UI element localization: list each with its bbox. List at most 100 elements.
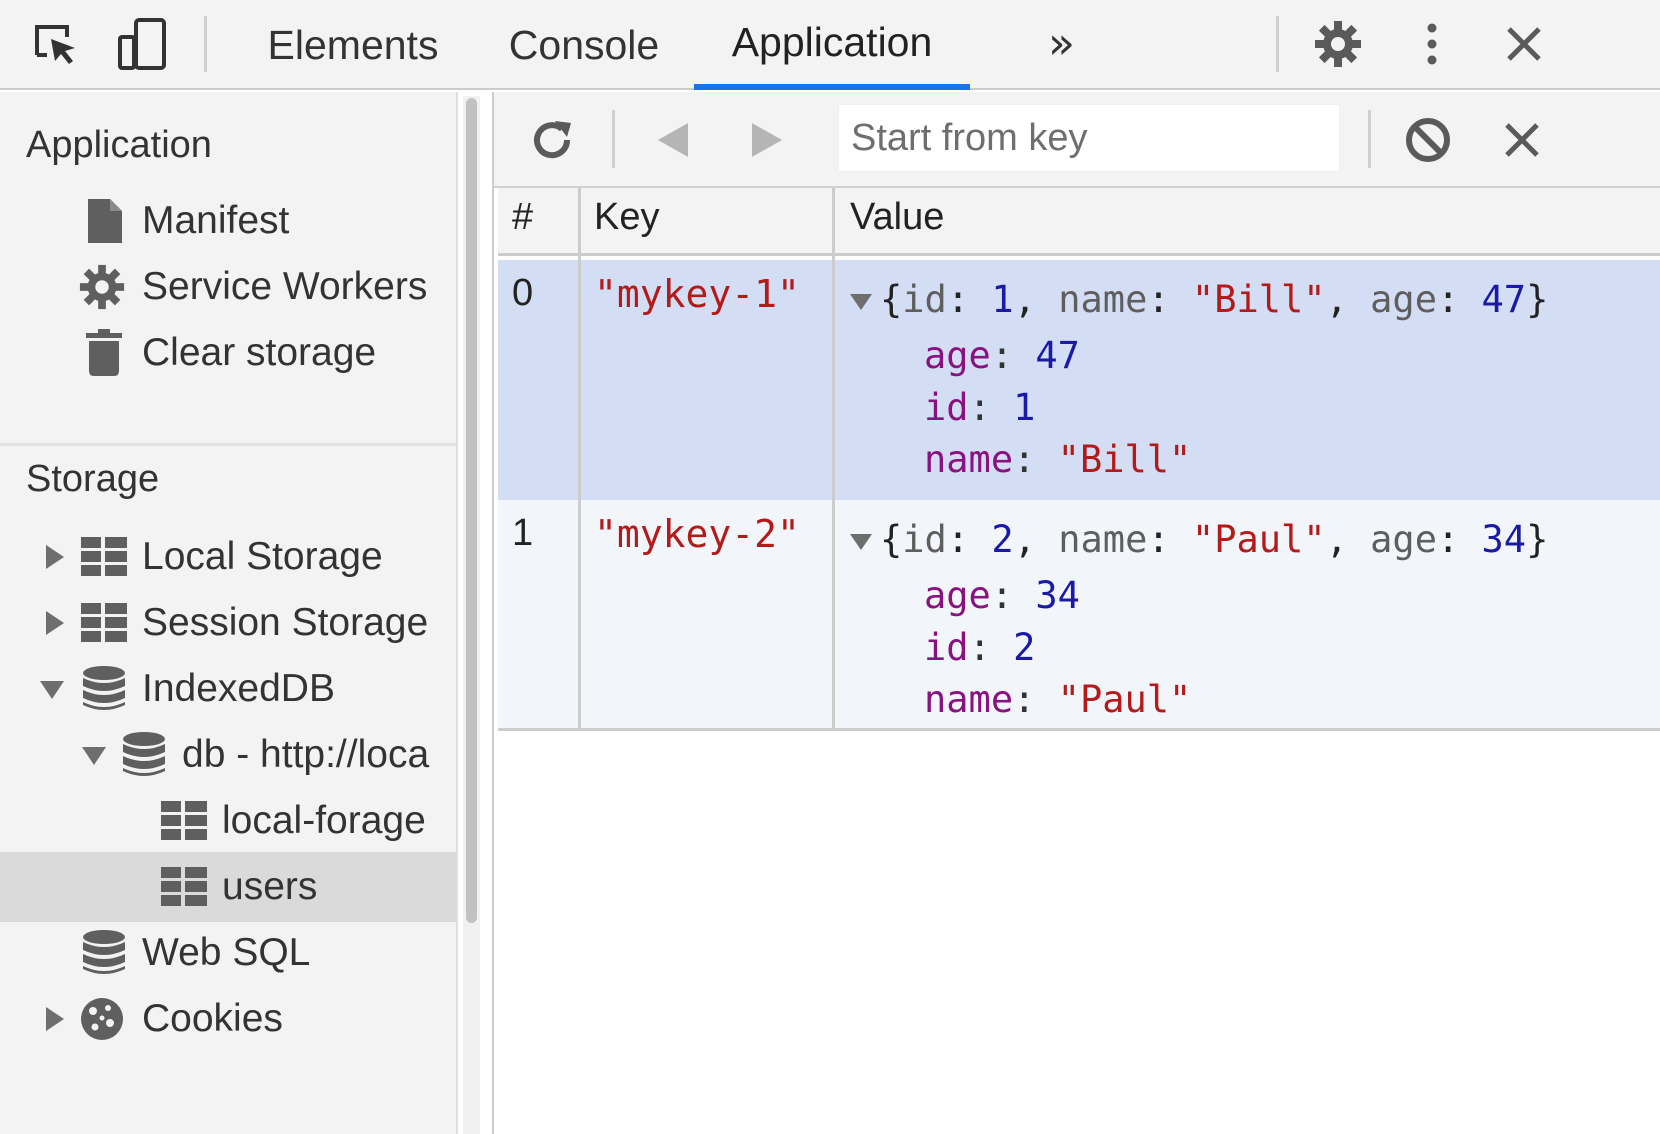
kebab-menu-icon[interactable] [1402,14,1462,74]
sidebar-item-label: Local Storage [142,535,383,578]
sidebar-scrollbar[interactable] [463,96,480,1134]
column-header-value[interactable]: Value [850,196,945,238]
start-from-key-input[interactable] [838,104,1340,172]
expand-arrow-icon[interactable] [46,1007,64,1031]
grid-header: # Key Value [498,188,1660,256]
toolbar-divider [1276,16,1279,72]
grid-bottom-border [498,728,1660,731]
sidebar-item-label: users [222,865,318,908]
column-divider[interactable] [832,188,835,728]
property-name: id [924,386,969,429]
sidebar-item-manifest[interactable]: Manifest [0,186,456,256]
sidebar-item-label: Clear storage [142,331,377,374]
property-value: 1 [1013,386,1036,429]
sidebar-item-label: Service Workers [142,265,428,308]
application-sidebar: Application Manifest [0,92,458,1134]
summary-name: "Paul" [1191,518,1326,561]
database-icon [80,929,128,977]
property-name: age [924,574,991,617]
scrollbar-thumb[interactable] [466,98,477,923]
value-property: name: "Bill" [924,438,1192,481]
property-name: name [924,438,1014,481]
clear-object-store-icon[interactable] [1398,110,1458,170]
row-index: 1 [512,512,534,554]
summary-age: 47 [1481,278,1527,321]
value-property: id: 1 [924,386,1036,429]
collapse-arrow-icon[interactable] [82,747,106,765]
sidebar-item-cookies[interactable]: Cookies [0,984,456,1054]
sidebar-item-label: Manifest [142,199,290,242]
value-property: id: 2 [924,626,1036,669]
grid-icon [160,797,208,845]
sidebar-item-label: IndexedDB [142,667,335,710]
property-name: name [924,678,1014,721]
property-value: 47 [1035,334,1080,377]
row-key: "mykey-2" [594,512,800,556]
database-icon [120,731,168,779]
table-row[interactable]: 1 "mykey-2" {id: 2, name: "Paul", age: 3… [498,500,1660,728]
sidebar-item-clear-storage[interactable]: Clear storage [0,318,456,388]
inspect-element-icon[interactable] [24,14,84,74]
property-name: id [924,626,969,669]
refresh-icon[interactable] [522,110,582,170]
sidebar-item-local-storage[interactable]: Local Storage [0,522,456,592]
cookie-icon [78,995,126,1043]
more-tabs-button[interactable]: » [1048,18,1075,69]
sidebar-item-label: local-forage [222,799,426,842]
sidebar-item-database[interactable]: db - http://loca [0,720,456,790]
summary-age: 34 [1481,518,1527,561]
tab-elements[interactable]: Elements [267,21,439,68]
sidebar-item-label: Session Storage [142,601,429,644]
sidebar-item-label: db - http://loca [182,733,430,776]
device-toolbar-icon[interactable] [112,14,172,74]
next-page-icon[interactable] [736,110,796,170]
row-key: "mykey-1" [594,272,800,316]
column-divider[interactable] [578,188,581,728]
sidebar-item-session-storage[interactable]: Session Storage [0,588,456,658]
sidebar-divider [0,443,456,446]
trash-icon [80,329,128,377]
sidebar-item-label: Cookies [142,997,283,1040]
tab-application[interactable]: Application [694,0,970,90]
delete-selected-icon[interactable] [1492,110,1552,170]
collapse-triangle-icon[interactable] [850,293,872,310]
summary-name: "Bill" [1191,278,1326,321]
gear-icon[interactable] [1308,14,1368,74]
sidebar-item-label: Web SQL [142,931,311,974]
sidebar-item-users[interactable]: users [0,852,456,922]
sidebar-item-local-forage[interactable]: local-forage [0,786,456,856]
property-value: 34 [1035,574,1080,617]
previous-page-icon[interactable] [644,110,704,170]
row-value-summary[interactable]: {id: 1, name: "Bill", age: 47} [850,278,1548,321]
section-header-storage: Storage [26,458,160,500]
value-property: age: 34 [924,574,1080,617]
collapse-triangle-icon[interactable] [850,533,872,550]
property-value: "Paul" [1057,678,1192,721]
expand-arrow-icon[interactable] [46,545,64,569]
tab-console[interactable]: Console [508,21,660,68]
value-property: name: "Paul" [924,678,1192,721]
summary-id: 1 [991,278,1014,321]
expand-arrow-icon[interactable] [46,611,64,635]
gear-icon [78,263,126,311]
property-value: "Bill" [1057,438,1192,481]
object-store-toolbar [494,92,1660,188]
document-icon [80,197,128,245]
property-name: age [924,334,991,377]
toolbar-divider [612,110,615,168]
column-header-key[interactable]: Key [594,196,660,238]
row-index: 0 [512,272,534,314]
grid-icon [160,863,208,911]
database-icon [80,665,128,713]
sidebar-item-web-sql[interactable]: Web SQL [0,918,456,988]
grid-icon [80,599,128,647]
collapse-arrow-icon[interactable] [40,681,64,699]
sidebar-item-service-workers[interactable]: Service Workers [0,252,456,322]
toolbar-divider [204,16,207,72]
close-icon[interactable] [1494,14,1554,74]
grid-icon [80,533,128,581]
column-header-index[interactable]: # [512,196,534,238]
row-value-summary[interactable]: {id: 2, name: "Paul", age: 34} [850,518,1548,561]
table-row[interactable]: 0 "mykey-1" {id: 1, name: "Bill", age: 4… [498,260,1660,500]
sidebar-item-indexeddb[interactable]: IndexedDB [0,654,456,724]
